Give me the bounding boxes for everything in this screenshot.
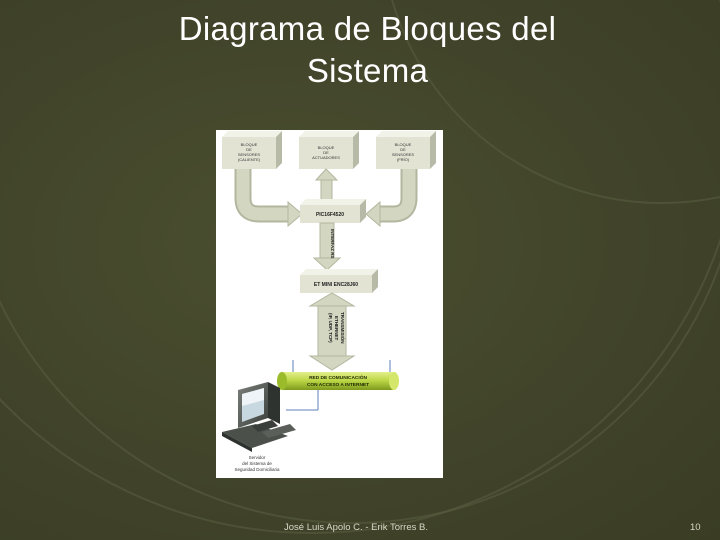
block-center-line: ACTUADORES xyxy=(312,155,340,160)
block-center-line: BLOQUE xyxy=(318,145,335,150)
arrow-right-to-pic xyxy=(365,169,418,228)
computer-icon xyxy=(222,382,296,452)
block-left-line: (CALIENTE) xyxy=(238,157,261,162)
block-right-line: SENSORES xyxy=(392,152,415,157)
block-right-line: DE xyxy=(400,147,406,152)
block-pic: PIC16F4520 xyxy=(300,199,366,223)
slide-title: Diagrama de Bloques del Sistema xyxy=(0,8,720,92)
block-left-line: SENSORES xyxy=(238,152,261,157)
title-line-1: Diagrama de Bloques del xyxy=(178,10,557,47)
server-label: Seguridad Domiciliaria xyxy=(234,467,280,472)
interface-label: INTERFAZ RS xyxy=(330,229,335,259)
block-sensors-hot: BLOQUE DE SENSORES (CALIENTE) xyxy=(222,131,282,169)
server-label: Servidor xyxy=(249,455,266,460)
network-label: RED DE COMUNICACIÓN xyxy=(309,373,367,381)
arrow-transmission: TRANSMISIÓN ETHERNET (IP, UDP, TCP) xyxy=(308,292,356,371)
arrow-left-to-pic xyxy=(234,169,303,228)
block-left-line: DE xyxy=(246,147,252,152)
arrow-interface: INTERFAZ RS xyxy=(312,222,342,271)
block-minicontroller: ET MINI ENC28J60 xyxy=(300,269,378,293)
pic-label: PIC16F4520 xyxy=(316,212,344,218)
minicontroller-label: ET MINI ENC28J60 xyxy=(314,282,358,288)
server-label: del Sistema de xyxy=(242,461,272,466)
transmission-label: (IP, UDP, TCP) xyxy=(328,313,333,343)
transmission-label: ETHERNET xyxy=(334,316,339,341)
block-left-line: BLOQUE xyxy=(241,142,258,147)
page-number: 10 xyxy=(690,522,701,533)
decorative-arc xyxy=(0,0,720,524)
block-sensors-cold: BLOQUE DE SENSORES (FRÍO) xyxy=(376,131,436,169)
block-actuators: BLOQUE DE ACTUADORES xyxy=(299,131,359,169)
footer-authors: José Luis Apolo C. - Erik Torres B. xyxy=(284,522,428,533)
network-label: CON ACCESO A INTERNET xyxy=(307,382,369,388)
block-right-line: BLOQUE xyxy=(395,142,412,147)
block-right-line: (FRÍO) xyxy=(397,157,410,162)
network-tube: RED DE COMUNICACIÓN CON ACCESO A INTERNE… xyxy=(277,372,399,390)
title-line-2: Sistema xyxy=(306,52,429,89)
block-center-line: DE xyxy=(323,150,329,155)
transmission-label: TRANSMISIÓN xyxy=(340,312,347,344)
arrow-pic-to-actuators xyxy=(314,168,339,201)
